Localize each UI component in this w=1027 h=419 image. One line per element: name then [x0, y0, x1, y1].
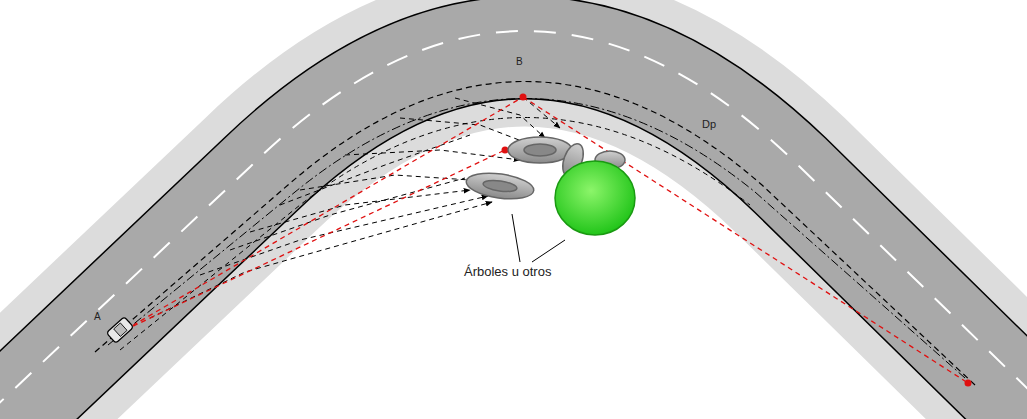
road-pad: [0, 48, 1027, 419]
sight-lines: [150, 97, 560, 318]
car: [106, 317, 133, 343]
trajectory: [120, 118, 750, 351]
point-marker: [965, 380, 972, 387]
road-edge: [0, 48, 1027, 419]
point-marker: [520, 94, 527, 101]
point-label: B: [514, 56, 525, 67]
visibility-lines: [125, 97, 968, 383]
leader-line: [532, 240, 565, 262]
road: [0, 48, 1027, 419]
obstacles: [465, 137, 635, 235]
trajectory: [95, 82, 975, 386]
point-label: Dp: [700, 118, 718, 130]
leader-line: [512, 214, 520, 262]
trajectory: [108, 99, 965, 379]
lane-line: [0, 31, 1027, 419]
road-shoulder: [0, 48, 1027, 419]
caption-label: Árboles u otros: [462, 265, 553, 279]
point-label: A: [92, 311, 103, 322]
